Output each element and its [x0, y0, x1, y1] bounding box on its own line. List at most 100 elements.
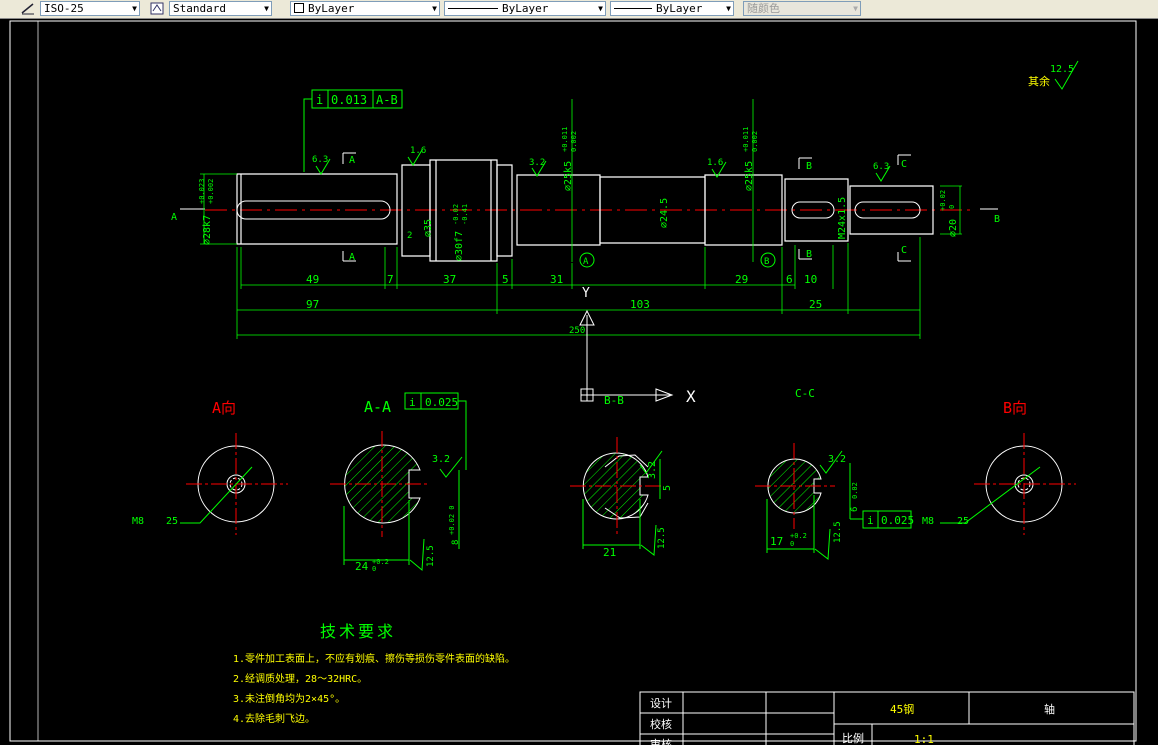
title-scale-label: 比例	[842, 731, 864, 745]
color-value: ByLayer	[308, 2, 355, 15]
tech-note-2: 2.经调质处理，28～32HRC。	[233, 672, 367, 685]
view-c-c: 3.2 6 0.02 i 0.025 17 +0.2 0 12.5	[755, 443, 914, 560]
title-scale-value: 1:1	[914, 733, 934, 745]
view-arrow-a-label: A	[171, 212, 177, 223]
geometric-tolerance-frame: i 0.013 A-B	[303, 89, 403, 172]
datum-a-icon	[579, 252, 595, 268]
dimension-lines	[237, 284, 920, 336]
linetype-value: ByLayer	[502, 2, 549, 15]
aa-width: 24	[355, 560, 369, 573]
ucs-y-label: Y	[582, 286, 590, 301]
linetype-sample-icon	[448, 8, 498, 9]
textstyle-icon[interactable]	[149, 1, 165, 16]
aa-roughness: 3.2	[432, 454, 450, 465]
dim-49: 49	[306, 273, 319, 286]
datum-a-label: A	[583, 257, 589, 267]
section-c-bottom: C	[901, 245, 907, 256]
chevron-down-icon: ▼	[853, 4, 858, 13]
aa-tol-symbol: i	[409, 396, 416, 409]
textstyle-value: Standard	[173, 2, 226, 15]
roughness-marks	[315, 149, 891, 182]
chevron-down-icon: ▼	[432, 4, 437, 13]
title-block: 设计 校核 审核 45钢 轴 比例 1:1	[639, 691, 1135, 745]
dim-97: 97	[306, 298, 319, 311]
roughness-other-label: 其余	[1028, 74, 1050, 88]
aa-width-tol-lower: 0	[372, 565, 376, 573]
tech-note-1: 1.零件加工表面上，不应有划痕、擦伤等损伤零件表面的缺陷。	[233, 652, 515, 665]
dia-25b-tol-upper: +0.011	[742, 127, 750, 152]
tech-note-4: 4.去除毛刺飞边。	[233, 712, 315, 725]
m8-left-depth: 25	[166, 516, 178, 527]
bb-5: 5	[662, 485, 673, 491]
view-b-b-title: B-B	[604, 394, 624, 407]
tol-value: 0.013	[331, 93, 367, 107]
chevron-down-icon: ▼	[264, 4, 269, 13]
title-approve-label: 审核	[650, 737, 672, 745]
section-b-top: B	[806, 161, 812, 172]
cc-6-tol: 0.02	[851, 482, 859, 499]
view-a	[180, 433, 288, 535]
roughness-3: 3.2	[529, 158, 545, 168]
view-b-b: 3.2 5 21 12.5	[570, 437, 673, 559]
keyway-right	[854, 201, 921, 219]
cc-roughness-2: 12.5	[833, 521, 843, 543]
title-design-label: 设计	[650, 697, 672, 710]
cc-width-tol-lower: 0	[790, 540, 794, 548]
dim-25: 25	[809, 298, 822, 311]
color-select[interactable]: ByLayer ▼	[290, 1, 440, 16]
dia-25a-tol-lower: 0.002	[570, 131, 578, 152]
aa-tol-value: 0.025	[425, 396, 458, 409]
chevron-down-icon: ▼	[726, 4, 731, 13]
dia-20-tol-upper: +0.02	[939, 190, 947, 211]
dimstyle-icon[interactable]	[20, 1, 36, 16]
section-markers	[180, 152, 998, 262]
color-swatch-icon	[294, 3, 304, 13]
dia-30-tol-lower: -0.41	[461, 204, 469, 225]
dia-35-label: ∅35	[423, 219, 434, 237]
tech-title: 技术要求	[320, 622, 396, 641]
linetype-select[interactable]: ByLayer ▼	[444, 1, 606, 16]
dim-37: 37	[443, 273, 456, 286]
dia-28-label: ∅28k7	[202, 215, 213, 245]
cc-6: 6	[850, 507, 860, 512]
shaft-outline	[236, 159, 934, 262]
section-a-bottom: A	[349, 252, 355, 263]
aa-roughness-2: 12.5	[426, 545, 436, 567]
keyway-left	[236, 200, 391, 220]
section-c-top: C	[901, 159, 907, 170]
aa-depth-tol: +0.02 0	[448, 505, 456, 535]
dimstyle-select[interactable]: ISO-25 ▼	[40, 1, 140, 16]
extension-lines	[200, 99, 962, 339]
view-arrow-b-label: B	[994, 214, 1000, 225]
bb-roughness-2: 12.5	[657, 527, 667, 549]
dia-30-label: ∅30f7	[454, 231, 465, 261]
dim-5: 5	[502, 273, 509, 286]
m24-label: M24x1.5	[837, 197, 848, 239]
dim-7: 7	[387, 273, 394, 286]
textstyle-select[interactable]: Standard ▼	[169, 1, 272, 16]
view-c-c-title: C-C	[795, 387, 815, 400]
diameter-labels: ∅28k7 +0.023 +0.002 ∅35 ∅30f7 -0.02 -0.4…	[198, 127, 959, 261]
datum-b-label: B	[764, 257, 769, 267]
m8-right-depth: 25	[957, 516, 969, 527]
drawing-canvas[interactable]: i 0.013 A-B 6.3 1.6 3.2 1.6 6.3 其余 12.5	[0, 19, 1158, 745]
section-views: A向 M8 25 i 0.025 3.2 24 +0.2	[132, 387, 1076, 573]
aa-depth: 8	[451, 540, 461, 545]
view-b	[940, 433, 1076, 535]
roughness-other-value: 12.5	[1050, 64, 1074, 75]
dimstyle-value: ISO-25	[44, 2, 84, 15]
dia-25a-label: ∅25k5	[563, 161, 574, 191]
technical-requirements: 技术要求 1.零件加工表面上，不应有划痕、擦伤等损伤零件表面的缺陷。 2.经调质…	[233, 622, 515, 725]
view-b-title: B向	[1003, 399, 1027, 417]
cc-roughness: 3.2	[828, 454, 846, 465]
roughness-1: 6.3	[312, 155, 328, 165]
roughness-5: 6.3	[873, 162, 889, 172]
dia-25b-tol-lower: 0.002	[751, 131, 759, 152]
dim-29: 29	[735, 273, 748, 286]
chevron-down-icon: ▼	[132, 4, 137, 13]
cc-tol-symbol: i	[867, 514, 874, 527]
dim-6: 6	[786, 273, 793, 286]
ucs-icon	[579, 309, 674, 402]
lineweight-select[interactable]: ByLayer ▼	[610, 1, 734, 16]
roughness-other-icon	[1054, 60, 1079, 90]
